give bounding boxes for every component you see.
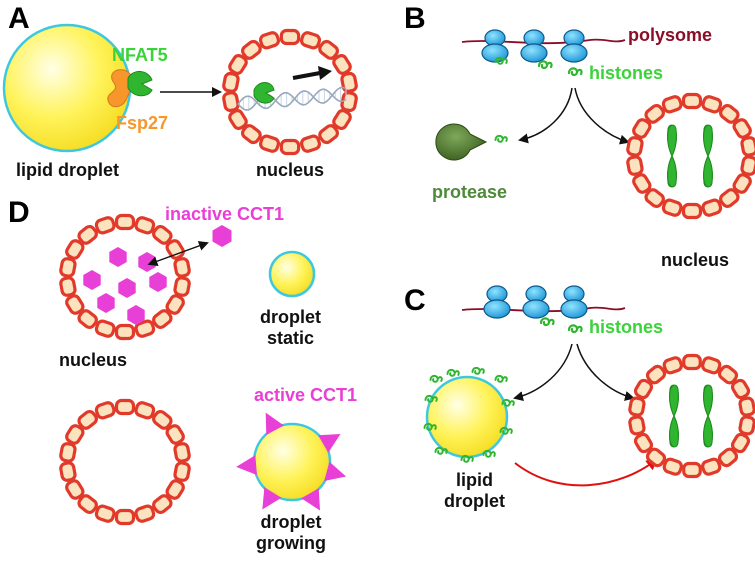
histone-degraded	[494, 134, 508, 143]
lipid-droplet-a	[2, 23, 132, 153]
lipid-droplet-label-a: lipid droplet	[16, 160, 119, 180]
droplet-histone-3	[471, 366, 485, 375]
lipid-droplet-c	[425, 375, 509, 459]
droplet-histone-7	[482, 449, 496, 458]
droplet-histone-8	[460, 454, 474, 463]
droplet-histone-10	[423, 422, 437, 431]
ribosome-b-3	[560, 29, 588, 63]
panel-letter-b: B	[404, 2, 426, 35]
inactive-cct1-label: inactive CCT1	[165, 204, 285, 224]
droplet-histone-2	[446, 368, 460, 377]
histone-b-free	[567, 67, 583, 77]
droplet-static-label: droplet static	[260, 307, 321, 348]
cct1-active-5	[262, 487, 282, 510]
droplet-histone-5	[501, 398, 515, 407]
droplet-histone-9	[434, 446, 448, 455]
arrow-b-to-protease	[518, 87, 573, 144]
cct1-inactive-nuclear-5	[149, 272, 167, 292]
ribosome-b-1	[481, 29, 509, 63]
nfat5-label: NFAT5	[112, 45, 168, 65]
nascent-histone-b-1	[494, 56, 508, 65]
cct1-active-2	[318, 434, 341, 453]
cct1-active-6	[236, 455, 257, 476]
nucleus-d-top	[59, 213, 191, 341]
protease-pacman	[435, 123, 488, 161]
ribosome-c-2	[522, 285, 550, 319]
droplet-histone-6	[499, 426, 513, 435]
protease-label: protease	[432, 182, 508, 202]
nfat5-nuclear	[253, 82, 275, 104]
panel-letter-a: A	[8, 2, 30, 35]
nfat5-protein	[127, 71, 153, 97]
histone-c-free	[567, 324, 583, 334]
active-cct1-label: active CCT1	[254, 385, 358, 405]
arrow-binding	[292, 71, 321, 80]
droplet-histone-11	[424, 394, 438, 403]
lipid-droplet-label-c: lipid droplet	[444, 470, 505, 511]
arrow-binding-head	[318, 66, 332, 80]
nucleus-label-a: nucleus	[256, 160, 325, 180]
nucleus-label-d: nucleus	[59, 350, 128, 370]
droplet-histone-1	[429, 374, 443, 383]
cct1-inactive-nuclear-1	[109, 247, 127, 267]
arrow-c-to-droplet	[513, 343, 573, 401]
nucleus-a	[222, 28, 358, 156]
arrow-c-to-nucleus	[576, 343, 635, 401]
nucleus-d-bottom	[59, 398, 191, 526]
droplet-growing-label: droplet growing	[256, 512, 326, 553]
cct1-inactive-nuclear-7	[127, 305, 145, 325]
cct1-inactive-cytoplasm	[212, 225, 232, 247]
cct1-inactive-nuclear-4	[118, 278, 136, 298]
droplet-histone-4	[494, 374, 508, 383]
cct1-inactive-nuclear-6	[97, 293, 115, 313]
chromosome-b-1	[667, 124, 677, 188]
chromosome-b-2	[703, 124, 713, 188]
arrow-c-release	[514, 458, 659, 487]
chromosome-c-1	[669, 384, 679, 448]
nucleus-b	[626, 92, 755, 220]
cct1-active-4	[301, 488, 320, 511]
fsp27-label: Fsp27	[116, 113, 169, 133]
cct1-inactive-nuclear-3	[83, 270, 101, 290]
histones-label-c: histones	[589, 317, 664, 337]
fsp27-protein	[107, 69, 133, 108]
chromosome-c-2	[703, 384, 713, 448]
cct1-active-3	[324, 461, 347, 481]
droplet-static	[268, 250, 316, 298]
nascent-histone-c-1	[539, 317, 555, 327]
nucleus-label-b: nucleus	[661, 250, 730, 270]
panel-letter-d: D	[8, 196, 30, 229]
polysome-label: polysome	[628, 25, 713, 45]
ribosome-b-2	[520, 29, 548, 63]
histones-label-b: histones	[589, 63, 664, 83]
ribosome-c-1	[483, 285, 511, 319]
arrow-d-shuttle	[147, 241, 209, 267]
nucleus-c	[628, 353, 755, 479]
cct1-active-1	[265, 412, 284, 435]
nascent-histone-b-2	[537, 60, 553, 70]
panel-letter-c: C	[404, 284, 426, 317]
ribosome-c-3	[560, 285, 588, 319]
arrow-b-to-nucleus	[574, 87, 630, 145]
